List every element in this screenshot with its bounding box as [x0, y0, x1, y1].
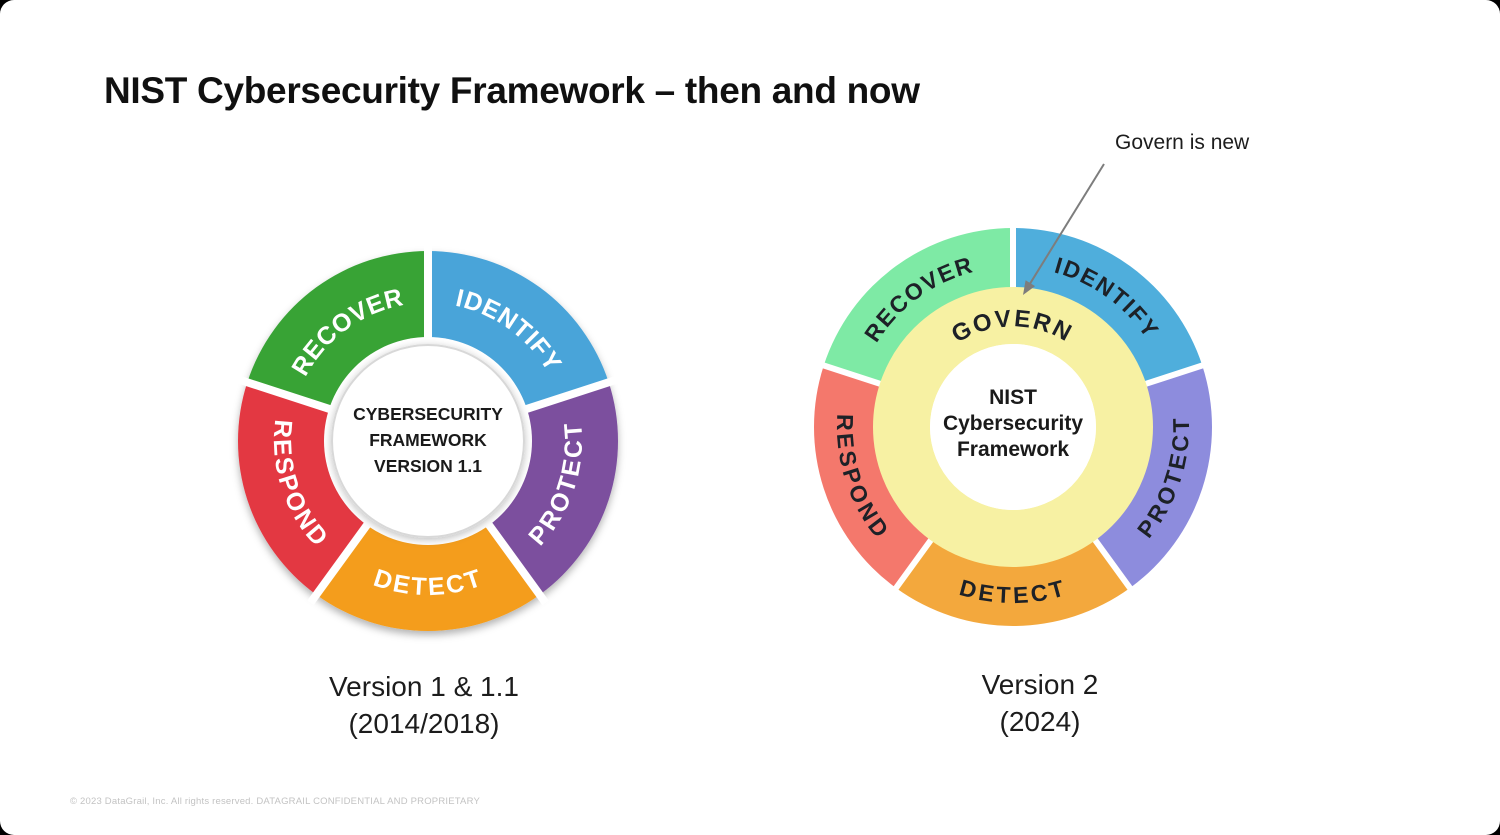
v2-segment-identify: [1013, 228, 1203, 385]
wheel-v2-caption: Version 2 (2024): [838, 666, 1242, 740]
v1-segment-protect: [486, 382, 618, 595]
v2-segment-gap: [1088, 532, 1138, 597]
govern-annotation-arrow-line: [1026, 163, 1105, 289]
v1-segment-identify: [428, 251, 609, 411]
v1-segment-respond: [238, 382, 370, 595]
v1-segment-gap: [236, 375, 344, 417]
v1-segment-gap: [307, 511, 379, 606]
v2-govern-ring: [873, 287, 1153, 567]
v2-segment-recover: [823, 228, 1013, 385]
govern-annotation-arrow-head: [1023, 280, 1036, 295]
v1-center-circle: [331, 344, 525, 538]
page-title: NIST Cybersecurity Framework – then and …: [104, 70, 920, 111]
v1-wheel: IDENTIFYPROTECTDETECTRESPONDRECOVERCYBER…: [236, 241, 620, 632]
v2-segment-gap: [815, 360, 888, 389]
v2-segment-gap: [1138, 360, 1211, 389]
v2-segment-detect: [896, 538, 1130, 626]
wheel-v2-caption-line1: Version 2: [981, 669, 1099, 700]
wheel-v1-caption: Version 1 & 1.1 (2014/2018): [222, 668, 626, 742]
footer-copyright: © 2023 DataGrail, Inc. All rights reserv…: [70, 796, 481, 807]
v1-segment-gap: [477, 511, 549, 606]
v2-segment-gap: [888, 532, 938, 597]
wheel-v1-caption-line1: Version 1 & 1.1: [329, 671, 519, 702]
wheel-v2-caption-line2: (2024): [999, 706, 1081, 737]
v2-center-circle: [930, 344, 1096, 510]
v1-segment-detect: [316, 521, 540, 632]
govern-annotation-label: Govern is new: [1115, 131, 1250, 154]
v2-segment-protect: [1094, 365, 1212, 588]
wheel-v1-caption-line2: (2014/2018): [348, 708, 500, 739]
v2-segment-respond: [814, 365, 932, 588]
v1-segment-recover: [247, 251, 428, 411]
v1-segment-gap: [512, 375, 620, 417]
v2-wheel: GOVERNIDENTIFYPROTECTDETECTRESPONDRECOVE…: [814, 220, 1212, 626]
